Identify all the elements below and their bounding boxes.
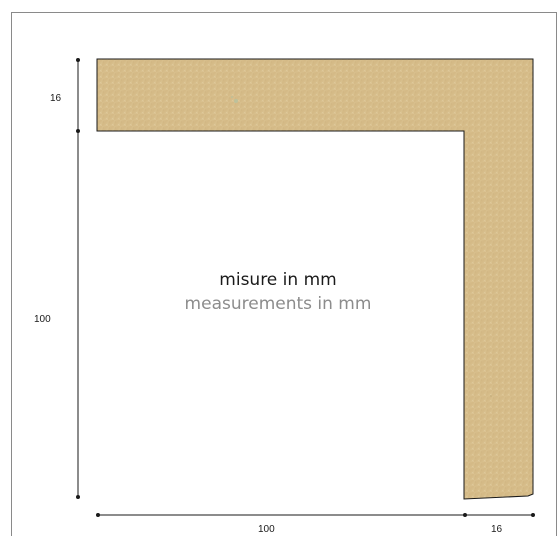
units-note-english: measurements in mm [184, 294, 372, 314]
wood-speck [490, 395, 492, 397]
dimension-tick [76, 495, 80, 499]
dimension-tick [76, 129, 80, 133]
wood-speck [234, 99, 238, 103]
wood-speck [231, 96, 233, 98]
bottom-thickness-label: 16 [491, 524, 503, 535]
drawing-frame-border [11, 12, 557, 536]
moulding-profile-shape [96, 58, 534, 500]
dimension-tick [96, 513, 100, 517]
top-thickness-label: 16 [50, 93, 62, 104]
bottom-width-label: 100 [258, 524, 275, 535]
units-note-italian: misure in mm [219, 270, 337, 290]
dimension-tick [463, 513, 467, 517]
dimension-tick [531, 513, 535, 517]
left-height-label: 100 [34, 314, 51, 325]
dimension-tick [76, 58, 80, 62]
